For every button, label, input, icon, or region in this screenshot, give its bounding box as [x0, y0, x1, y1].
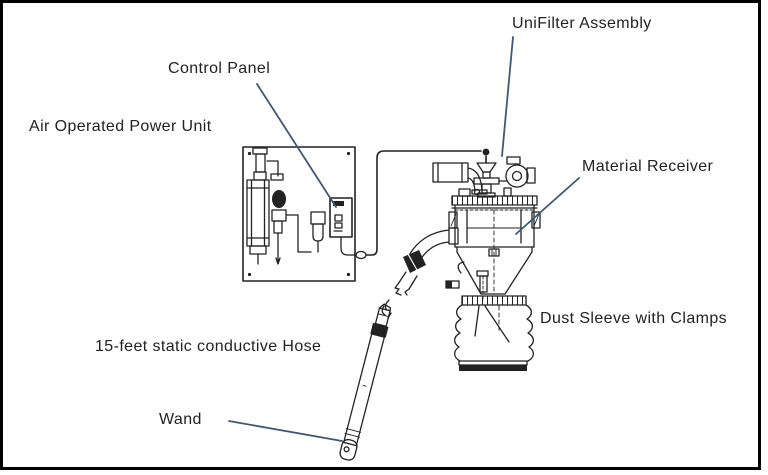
valve-stack	[266, 160, 312, 265]
label-dust-sleeve: Dust Sleeve with Clamps	[540, 310, 728, 327]
label-material-receiver: Material Receiver	[582, 158, 714, 175]
blower-unit	[498, 156, 536, 188]
drain-fitting	[445, 261, 489, 301]
inlet-hose	[381, 227, 459, 319]
receiver-cone	[456, 246, 533, 295]
leader-wand	[228, 420, 343, 442]
lubricator-column	[246, 147, 270, 265]
power-unit-panel	[242, 146, 367, 282]
label-unifilter-assembly: UniFilter Assembly	[512, 15, 652, 32]
leader-material-receiver	[515, 177, 580, 235]
leader-unifilter	[501, 36, 514, 157]
leader-lines	[228, 36, 580, 442]
material-receiver	[445, 187, 541, 301]
wand	[339, 303, 392, 461]
exhaust-muffler	[432, 162, 488, 195]
label-wand: Wand	[159, 411, 202, 428]
control-wire	[340, 236, 367, 260]
line-art	[242, 146, 541, 461]
label-control-panel: Control Panel	[168, 60, 271, 77]
label-power-unit: Air Operated Power Unit	[29, 118, 212, 135]
dust-sleeve	[453, 295, 535, 371]
label-hose: 15-feet static conductive Hose	[95, 338, 322, 355]
air-line	[365, 148, 490, 256]
regulator	[310, 211, 326, 253]
unifilter-assembly	[432, 156, 536, 198]
leader-control-panel	[256, 83, 337, 208]
